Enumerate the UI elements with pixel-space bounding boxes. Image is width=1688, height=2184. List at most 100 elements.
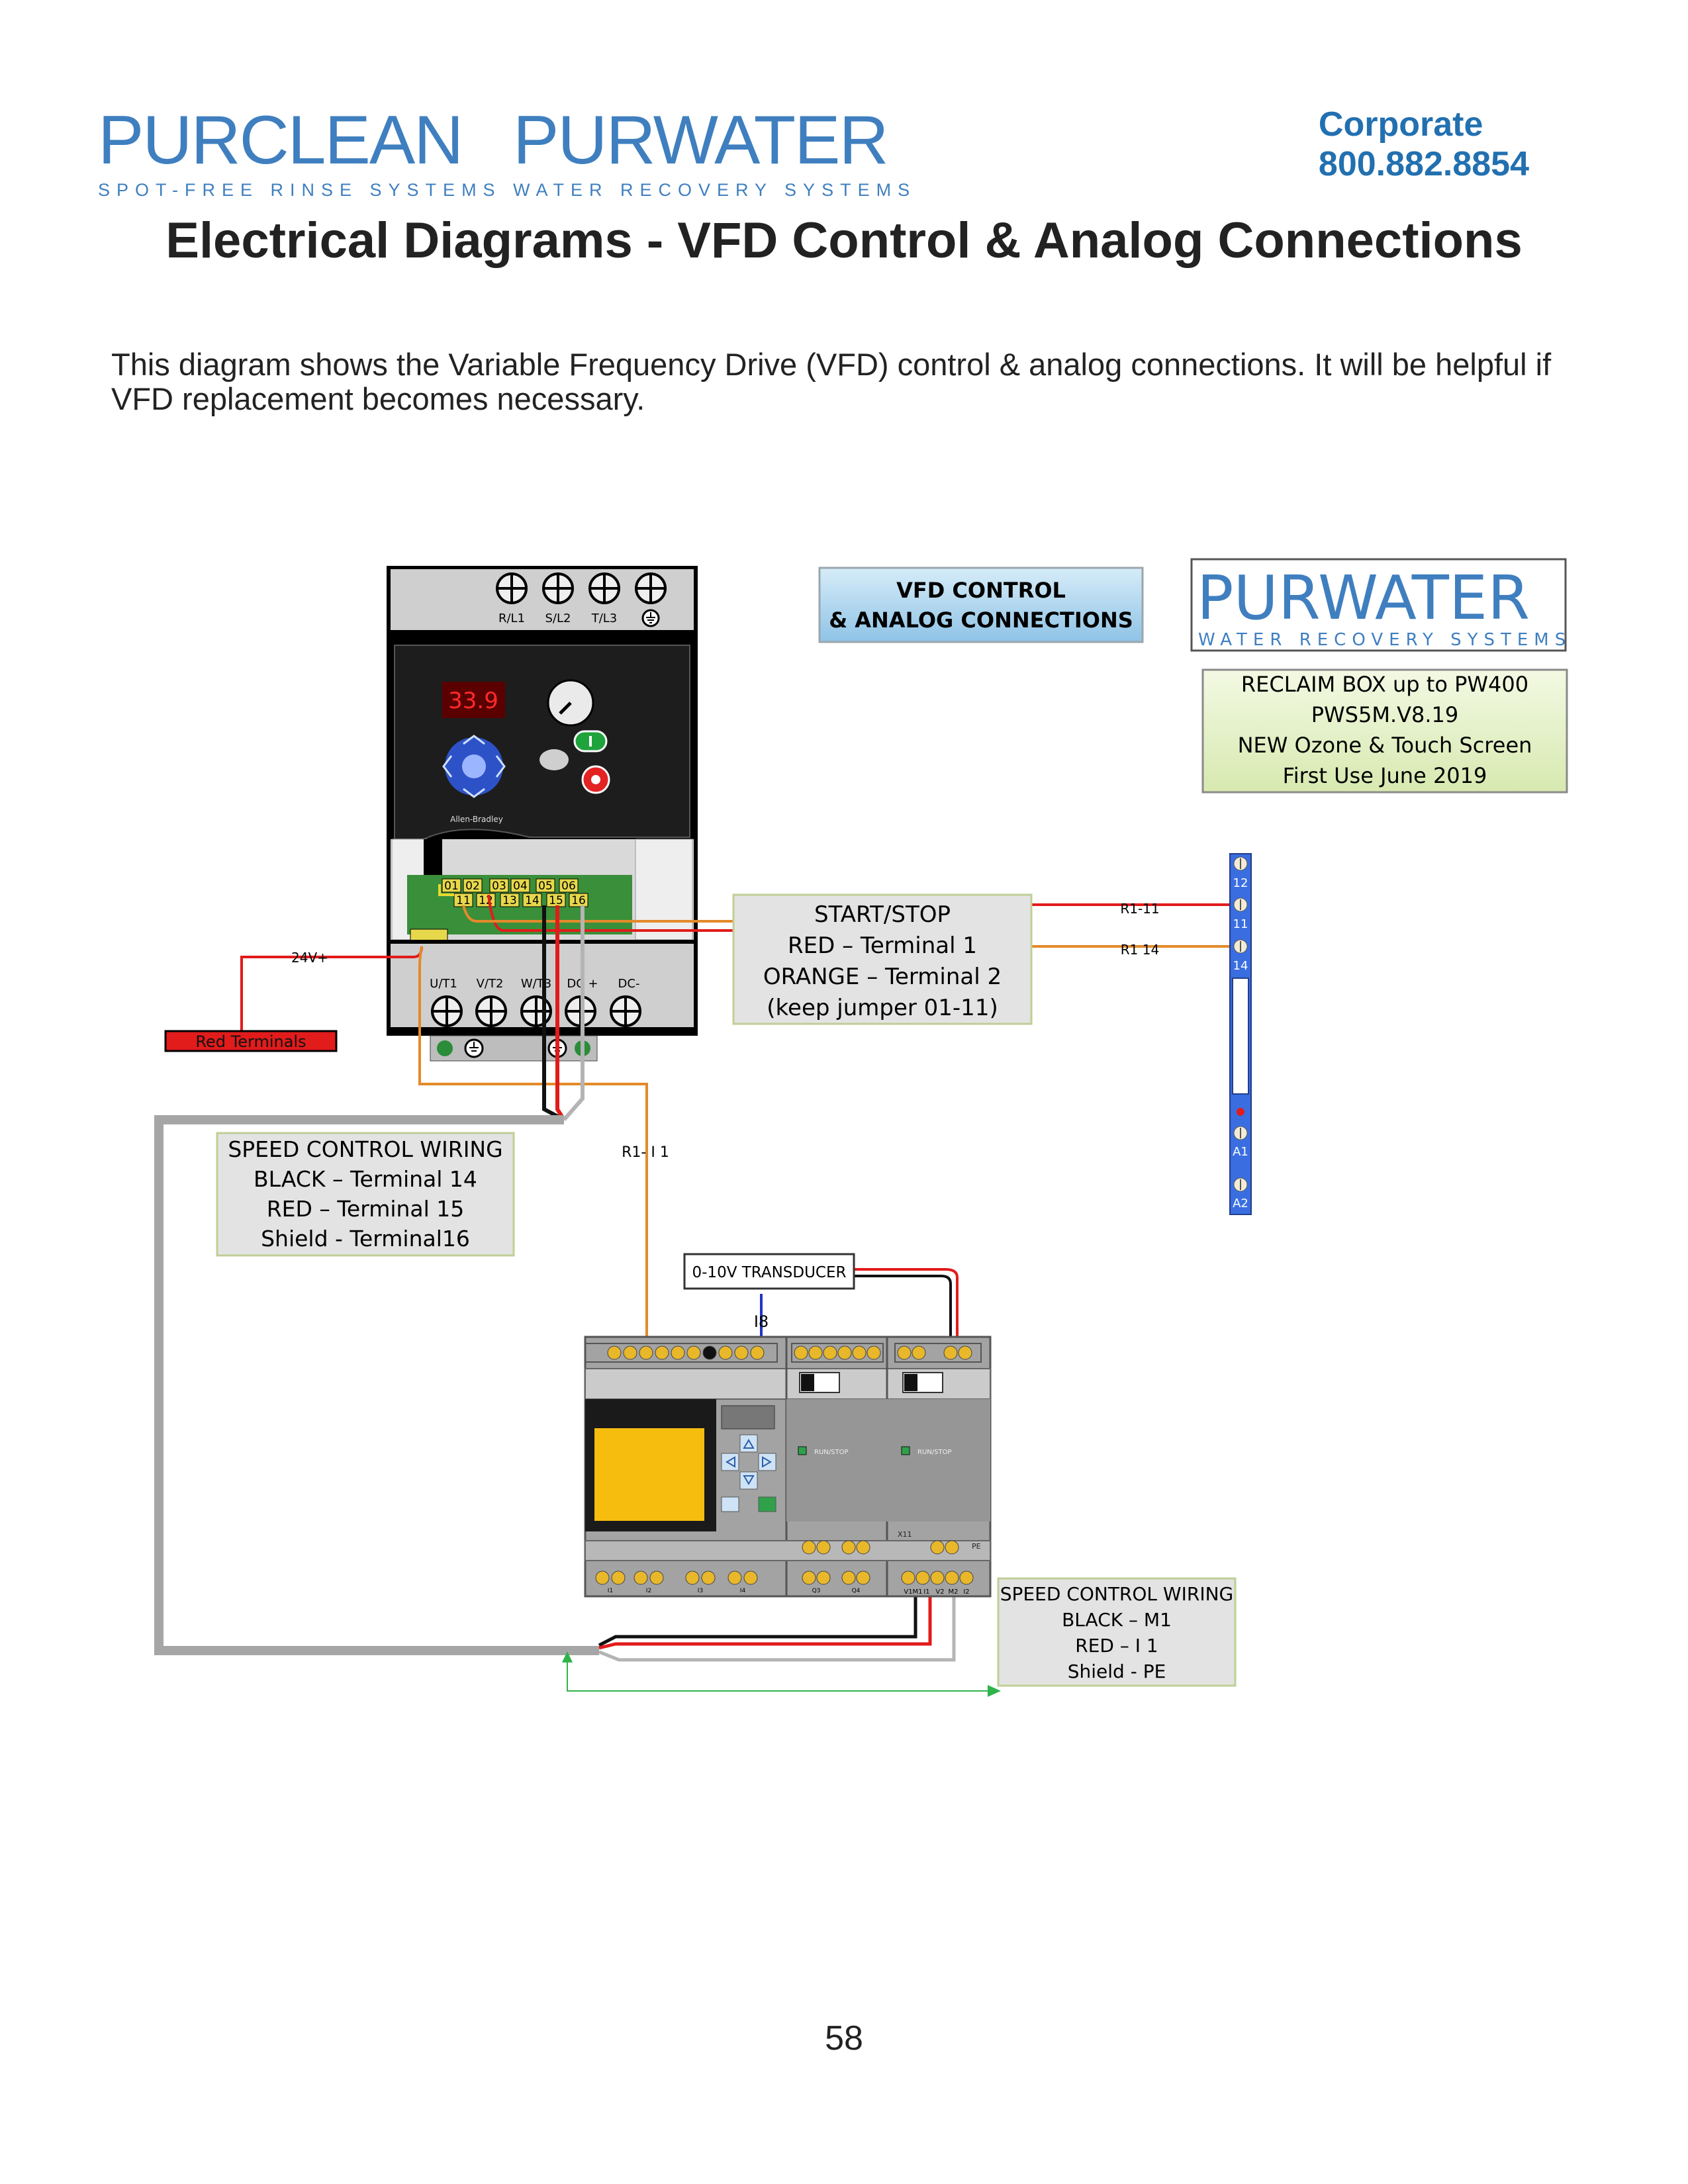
wire-transducer-red [854, 1268, 959, 1355]
plc-input-terminals [607, 1345, 972, 1360]
label-r1-i1: R1- I 1 [622, 1144, 669, 1161]
relay-indicator-icon [1237, 1108, 1244, 1116]
ground-icon [437, 1040, 453, 1056]
vfd-terminal-label: 05 [538, 880, 553, 893]
speed-right-line: BLACK – M1 [1062, 1609, 1172, 1631]
page-number: 58 [825, 2019, 863, 2058]
plc-analog-label: I2 [963, 1588, 969, 1596]
screw-icon [475, 995, 507, 1027]
wire-red-i1 [598, 1590, 932, 1650]
led-icon [901, 1446, 910, 1455]
relay-screw-icon [1233, 897, 1248, 912]
dip-switch-icon[interactable] [902, 1372, 943, 1393]
esc-button-icon[interactable] [721, 1496, 739, 1512]
purwater-logo-name: PURWATER [1197, 563, 1530, 633]
dip-switch-icon[interactable] [799, 1372, 840, 1393]
plc-x11-label: X11 [898, 1530, 912, 1539]
reverse-button-icon[interactable] [539, 749, 569, 770]
jumper-01-11 [438, 884, 454, 896]
relay-screw-icon [1233, 856, 1248, 871]
label-transducer: 0-10V TRANSDUCER [692, 1264, 847, 1281]
speed-right-line: RED – I 1 [1075, 1635, 1158, 1657]
start-stop-line: RED – Terminal 1 [788, 933, 977, 959]
plc-controller: RUN/STOP RUN/STOP X11 PE [584, 1336, 992, 1598]
vfd-vent-right [635, 839, 693, 940]
vfd-terminal-label: 13 [502, 894, 517, 907]
relay-label: A1 [1233, 1145, 1248, 1159]
vfd-display-value: 33.9 [448, 688, 498, 714]
wire-orange-start-stop [462, 905, 733, 923]
label-r1-11: R1-11 [1120, 901, 1159, 917]
screw-icon [520, 995, 552, 1027]
screw-icon [588, 572, 620, 604]
speed-left-line: SPEED CONTROL WIRING [228, 1136, 502, 1162]
relay-module: 12 11 14 A1 A2 [1229, 853, 1252, 1215]
plc-analog-label: M2 [949, 1588, 959, 1596]
brand-purclean: PURCLEAN SPOT-FREE RINSE SYSTEMS [98, 106, 502, 201]
speed-left-line: Shield - Terminal16 [261, 1226, 470, 1251]
nav-keypad-icon[interactable] [442, 735, 506, 798]
corporate-contact: Corporate 800.882.8854 [1319, 105, 1529, 184]
start-stop-box: START/STOP RED – Terminal 1 ORANGE – Ter… [732, 893, 1033, 1025]
relay-screw-icon [1233, 939, 1248, 954]
plc-bottom-label: I3 [698, 1588, 703, 1594]
vfd-output-screws [431, 995, 641, 1027]
plc-bottom-terminals [595, 1570, 974, 1585]
arrow-up-icon[interactable] [739, 1434, 758, 1453]
plc-analog-label: I1 [923, 1588, 929, 1596]
plc-bottom-label: I2 [646, 1588, 651, 1594]
ground-icon [464, 1038, 484, 1058]
speed-right-line: Shield - PE [1068, 1661, 1166, 1682]
transducer-box: 0-10V TRANSDUCER [683, 1253, 855, 1290]
wire-red-start-stop [487, 894, 733, 932]
plc-bottom-label: I1 [608, 1588, 613, 1594]
relay-screw-icon [1233, 1177, 1248, 1192]
vfd-ground-bar [430, 1035, 598, 1062]
vfd-output-label: V/T2 [477, 977, 504, 991]
label-red-terminals: Red Terminals [195, 1032, 306, 1051]
wire-black-m1 [598, 1590, 917, 1647]
vfd-input-label: S/L2 [545, 612, 571, 625]
screw-icon [496, 572, 528, 604]
plc-bottom-label: Q3 [812, 1588, 821, 1594]
wire-transducer-black [854, 1275, 952, 1355]
arrow-right-icon[interactable] [758, 1453, 776, 1471]
vfd-output-label: W/T3 [521, 977, 551, 991]
info-line: PWS5M.V8.19 [1311, 702, 1459, 727]
purwater-logo-box: PURWATER WATER RECOVERY SYSTEMS [1190, 558, 1567, 652]
brand-purwater: PURWATER WATER RECOVERY SYSTEMS [513, 106, 916, 201]
vfd-input-label: R/L1 [498, 612, 525, 625]
vfd-terminal-label: 04 [513, 880, 528, 893]
vfd-input-label: T/L3 [591, 612, 618, 625]
relay-label: A2 [1233, 1197, 1248, 1210]
speed-control-box-left: SPEED CONTROL WIRING BLACK – Terminal 14… [216, 1132, 515, 1257]
relay-label: 14 [1233, 959, 1248, 973]
relay-label: 12 [1233, 876, 1248, 890]
relay-label: 11 [1233, 917, 1248, 931]
corporate-phone[interactable]: 800.882.8854 [1318, 145, 1529, 183]
vfd-output-label: U/T1 [430, 977, 457, 991]
purclean-wordmark: PURCLEAN [98, 102, 463, 179]
plc-slot [721, 1405, 775, 1430]
screw-icon [431, 995, 463, 1027]
start-button-icon[interactable] [573, 730, 608, 752]
ok-button-icon[interactable] [758, 1496, 776, 1512]
stop-button-icon[interactable] [581, 765, 610, 794]
speed-dial-icon[interactable] [547, 679, 594, 727]
vfd-terminal-block-top [442, 878, 579, 893]
arrow-up-icon [562, 1651, 573, 1662]
start-stop-line: ORANGE – Terminal 2 [763, 964, 1002, 990]
plc-pe-label: PE [972, 1542, 981, 1551]
purclean-tagline: SPOT-FREE RINSE SYSTEMS [98, 180, 502, 200]
arrow-left-icon[interactable] [721, 1453, 739, 1471]
green-guide-line [567, 1658, 991, 1692]
vfd-keypad [394, 645, 690, 840]
arrow-down-icon[interactable] [739, 1471, 758, 1490]
start-stop-line: (keep jumper 01-11) [767, 995, 998, 1021]
reclaim-info-box: RECLAIM BOX up to PW400 PWS5M.V8.19 NEW … [1201, 668, 1568, 794]
plc-display [594, 1428, 704, 1521]
plc-runstop-label: RUN/STOP [814, 1449, 848, 1456]
vfd-terminal-label: 16 [571, 894, 586, 907]
speed-control-cable [154, 1115, 599, 1655]
screw-icon [542, 572, 574, 604]
